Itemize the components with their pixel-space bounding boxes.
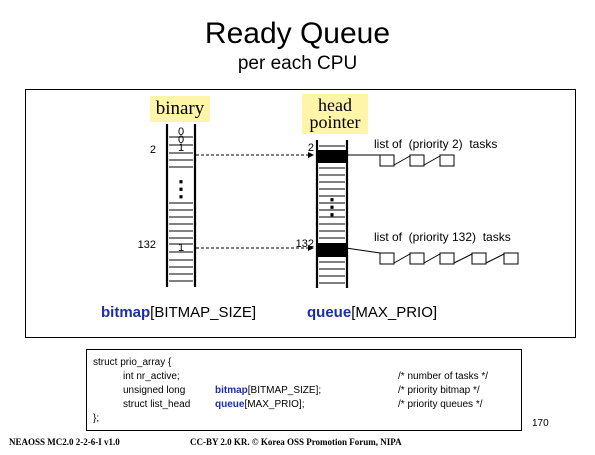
list-label-priority-2: list of (priority 2) tasks: [374, 137, 497, 151]
queue-index-132: 132: [296, 238, 314, 250]
footer-left: NEAOSS MC2.0 2-2-6-I v1.0: [9, 437, 120, 447]
page-number: 170: [532, 418, 549, 429]
code-box: struct prio_array { int nr_active; /* nu…: [86, 349, 522, 431]
struct-close: };: [93, 413, 100, 424]
bit-value-priority-2: 1: [178, 142, 184, 154]
queue-column: [315, 140, 349, 288]
task-list-priority-2: [379, 154, 455, 167]
bitmap-decl-rest: [BITMAP_SIZE];: [247, 385, 322, 396]
queue-slot-2-filled: [318, 150, 346, 163]
queue-size: [MAX_PRIO]: [351, 304, 437, 321]
code-line-2: int nr_active; /* number of tasks */: [87, 370, 521, 384]
code-line-4: struct list_head queue[MAX_PRIO]; /* pri…: [87, 398, 521, 412]
bitmap-index-2: 2: [150, 144, 156, 156]
nr-active-comment: /* number of tasks */: [398, 371, 489, 382]
bitmap-decl: bitmap[BITMAP_SIZE];: [215, 384, 321, 398]
code-line-5: };: [87, 412, 521, 426]
queue-slot-132-filled: [318, 243, 346, 257]
struct-open: struct prio_array {: [93, 357, 172, 368]
slide-title: Ready Queue: [204, 17, 391, 50]
queue-decl-name: queue: [215, 399, 245, 410]
bitmap-index-132: 132: [138, 239, 156, 251]
head-pointer-tag-line2: pointer: [309, 112, 361, 132]
queue-name: queue: [307, 304, 351, 321]
queue-decl-rest: [MAX_PRIO];: [244, 399, 305, 410]
bitmap-size: [BITMAP_SIZE]: [150, 304, 256, 321]
bit-value-0-b: 0: [178, 134, 184, 146]
queue-ellipsis: ⋮: [321, 194, 343, 219]
bitmap-comment: /* priority bitmap */: [398, 385, 480, 396]
code-line-3: unsigned long bitmap[BITMAP_SIZE]; /* pr…: [87, 384, 521, 398]
code-line-1: struct prio_array {: [87, 356, 521, 370]
queue-type: struct list_head: [123, 399, 191, 410]
nr-active-decl: int nr_active;: [123, 371, 180, 382]
bitmap-name: bitmap: [101, 304, 150, 321]
index-pointers: [196, 152, 314, 251]
slide-subtitle: per each CPU: [237, 53, 358, 74]
binary-tag: binary: [150, 96, 210, 122]
queue-comment: /* priority queues */: [398, 399, 483, 410]
bitmap-decl-name: bitmap: [215, 385, 248, 396]
list-head-links: [345, 154, 381, 254]
head-pointer-tag: head pointer: [302, 94, 368, 134]
bit-value-0-a: 0: [178, 126, 184, 138]
queue-decl: queue[MAX_PRIO];: [215, 398, 304, 412]
queue-index-2: 2: [308, 142, 314, 154]
head-pointer-tag-line1: head: [318, 95, 352, 115]
bitmap-column: [165, 124, 197, 287]
task-list-priority-132: [379, 252, 519, 265]
bitmap-ellipsis: ⋮: [170, 176, 192, 201]
footer-right: CC-BY 2.0 KR. © Korea OSS Promotion Foru…: [190, 437, 402, 447]
diagram-frame: [25, 89, 576, 338]
bitmap-array-label: bitmap[BITMAP_SIZE]: [101, 304, 256, 321]
bitmap-type: unsigned long: [123, 385, 186, 396]
list-label-priority-132: list of (priority 132) tasks: [374, 230, 511, 244]
bit-value-priority-132: 1: [178, 242, 184, 254]
queue-array-label: queue[MAX_PRIO]: [307, 304, 437, 321]
